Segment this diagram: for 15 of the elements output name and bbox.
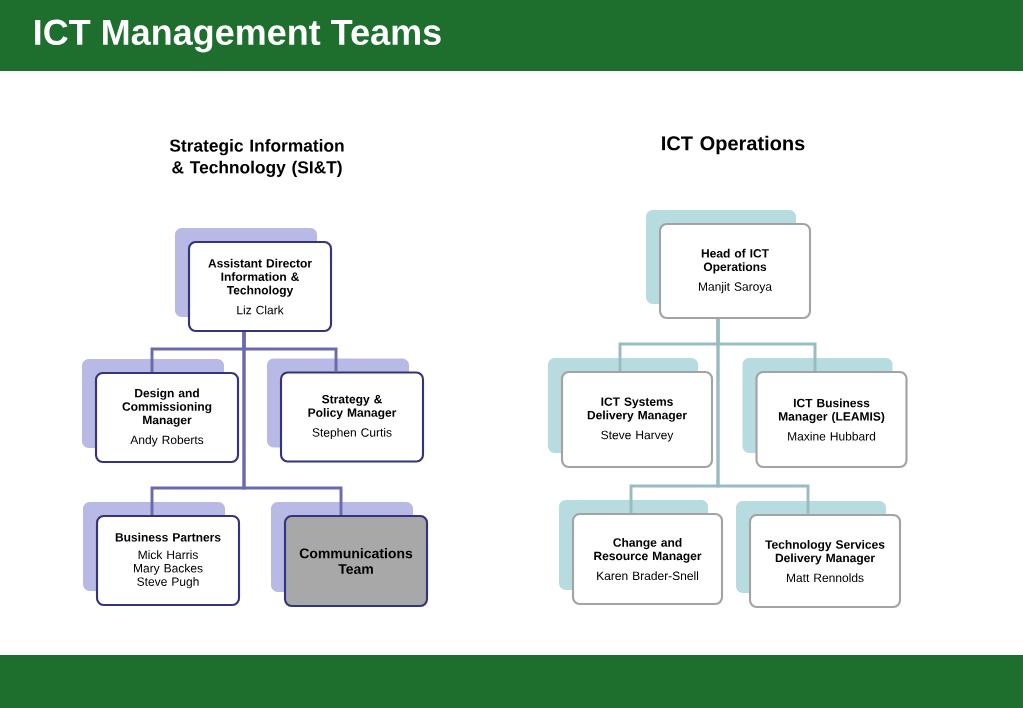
org-box: Head of ICT Operations Manjit Saroya — [646, 210, 812, 320]
org-box: ICT Business Manager (LEAMIS) Maxine Hubbard — [742, 358, 908, 469]
org-box: Business Partners Mick Harris Mary Backes Steve Pugh — [83, 502, 241, 607]
org-box: Technology Services Delivery Manager Matt Rennolds — [736, 501, 902, 609]
title: ICT Management Teams — [35, 19, 441, 53]
connector-line — [242, 332, 343, 515]
org-box: Assistant Director Information & Technology Liz Clark — [175, 228, 333, 333]
org-box: Strategy & Policy Manager Stephen Curtis — [267, 358, 425, 463]
org-box: Communications Team — [271, 502, 429, 608]
org-box: ICT Systems Delivery Manager Steve Harvey — [548, 358, 714, 469]
section-heading: Strategic Information & Technology (SI&T) — [169, 139, 344, 177]
section-heading: ICT Operations — [662, 135, 805, 155]
org-box: Design and Commissioning Manager Andy Roberts — [82, 359, 240, 464]
org-box: Change and Resource Manager Karen Brader-Snell — [559, 500, 724, 606]
connector-line — [716, 319, 810, 514]
